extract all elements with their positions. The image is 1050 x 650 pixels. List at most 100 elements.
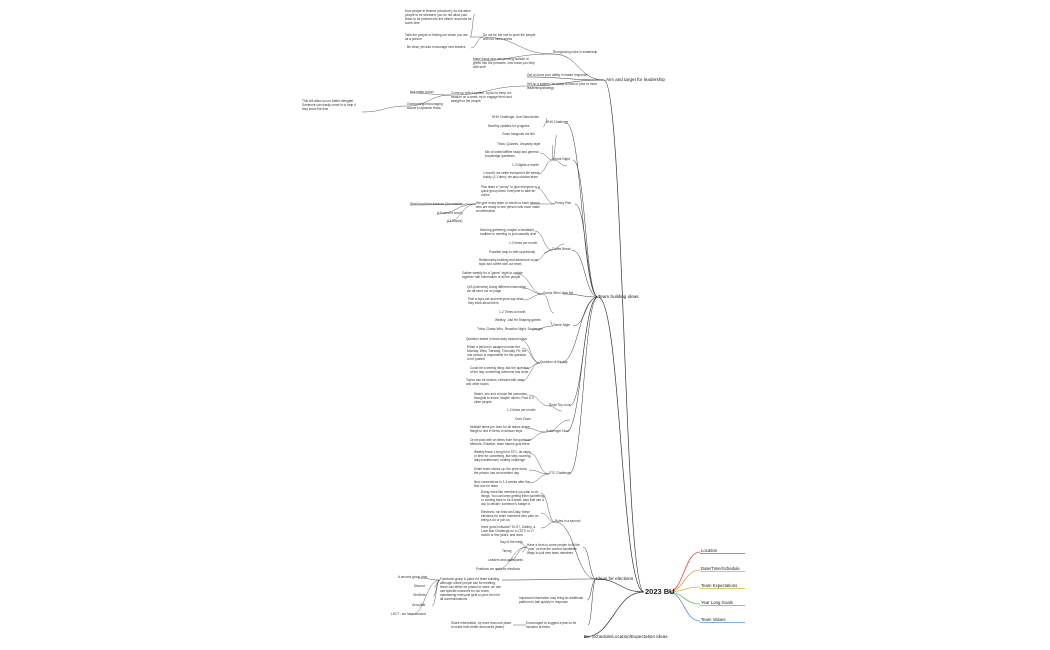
node-rec-1[interactable]: Do not be the one to push the people wit…	[483, 33, 536, 41]
node-guess-2[interactable]: Q/A (Interview) Using different informat…	[467, 285, 527, 293]
connector-line	[521, 347, 541, 364]
branch-schedule-ideas[interactable]: Ex. Schedule/Location/Expectation Ideas	[584, 634, 668, 639]
node-qotd-4[interactable]: Topics can be serious; relevant with wor…	[466, 378, 525, 386]
connector-line	[540, 521, 556, 529]
connector-line	[470, 36, 484, 49]
topic-year-long-goals[interactable]: Year Long Goals	[701, 600, 733, 605]
node-online-1[interactable]: A second group chat	[398, 575, 428, 579]
node-small-form[interactable]: Have a form to come people to fill the "…	[527, 543, 580, 555]
node-role-ability[interactable]: Get to know your ability in leader respo…	[527, 73, 588, 77]
node-overcoming[interactable]: Overcoming/encouraging shows in dynamic …	[407, 102, 443, 110]
node-roles-1[interactable]: Doing more like members you plan to do t…	[481, 490, 545, 506]
node-online-2[interactable]: Discord	[414, 584, 425, 588]
root-topic[interactable]: 2023 BU	[645, 587, 675, 596]
node-movie-1[interactable]: Zoom hangouts via link	[502, 132, 535, 136]
node-stc-challenge[interactable]: STC Challenge	[549, 471, 571, 475]
topic-team-expectations[interactable]: Team Expectations	[701, 583, 738, 588]
node-movie-5[interactable]: 1 month: we settle everyone's life stres…	[483, 171, 540, 179]
node-guess-1[interactable]: Gather weekly for a "game" night to upda…	[462, 271, 523, 279]
node-movie-3[interactable]: Mix of online/offline study and general …	[485, 150, 539, 158]
node-game-night[interactable]: Game Night	[553, 323, 571, 327]
branch-aim-leadership[interactable]: Aim and target for leadership	[606, 77, 665, 82]
node-guess-3[interactable]: Pick a topic set and everyone say what t…	[468, 297, 524, 305]
node-question-of-day[interactable]: Question of the day	[540, 360, 568, 364]
node-online-4[interactable]: GroupMe	[412, 603, 426, 607]
node-read-1[interactable]: Watch, mix and choose the scenarios, tho…	[474, 392, 534, 404]
node-rec-2[interactable]: Make those who are pushing outside of gr…	[473, 57, 535, 69]
node-qotd-3[interactable]: Could be a weekly thing: ask the questio…	[470, 366, 529, 374]
node-coffee-1[interactable]: Morning gathering, maybe a breakfast, tr…	[480, 228, 536, 236]
node-movie-night[interactable]: Movie Night	[553, 157, 570, 161]
node-online-group[interactable]: Facebook group & place for team building…	[440, 577, 501, 601]
node-penny-2[interactable]: We give every team or month to each pers…	[476, 201, 540, 213]
connector-line	[542, 293, 555, 314]
node-hhh-2[interactable]: Monthly updates for progress	[488, 124, 530, 128]
node-coffee-4[interactable]: Relationship building and adventure w/ n…	[479, 258, 539, 266]
node-read-2[interactable]: 1-2 times per month	[507, 408, 536, 412]
branch-team-building[interactable]: Team building ideas	[598, 294, 639, 299]
node-rec-4[interactable]: Be clear, yet also encourage new leaders	[407, 45, 466, 49]
node-stc-2[interactable]: Entire team shows up, the prize does; th…	[474, 467, 528, 475]
node-movie-4[interactable]: 1-2 Nights a month	[512, 163, 539, 167]
node-penny-pick[interactable]: Penny Pick	[555, 201, 571, 205]
node-movie-2[interactable]: Trivia, Quizzes, Jeopardy style	[497, 142, 541, 146]
node-penny-3[interactable]: Send food from Amazon (Aw snacks)	[410, 202, 463, 206]
node-scav-1[interactable]: Over Zoom	[515, 417, 531, 421]
node-scav-2[interactable]: Multiple times per hour for all teams wh…	[470, 425, 531, 433]
node-team-system[interactable]: Set up a system: be ready to lead or pri…	[527, 82, 598, 90]
connector-line	[528, 473, 550, 484]
connector-line	[531, 325, 554, 331]
node-penny-1[interactable]: Pick team a "penny" to give everyone in …	[481, 185, 540, 197]
node-penny-5[interactable]: (Or Books)	[447, 219, 463, 223]
node-qotd-2[interactable]: Either a person in assigned under the Mo…	[467, 345, 527, 361]
node-qotd-1[interactable]: Question asked in team daily random basi…	[466, 337, 527, 341]
connector-line	[571, 249, 599, 298]
node-coffee-3[interactable]: Possible drop-in with opportunity	[489, 250, 536, 254]
node-stc-1[interactable]: Weekly team: Living from STC, do steps o…	[474, 450, 532, 462]
topic-date-time-schedule[interactable]: Date/Time/Schedule	[701, 566, 740, 571]
node-coffee-break[interactable]: Coffee Break	[552, 247, 571, 251]
node-scav-3[interactable]: Or we plan with an items from the questi…	[470, 438, 532, 446]
node-online-5[interactable]: LSCT - we have account	[391, 612, 426, 616]
node-ask-plan[interactable]: Ask make a plan	[410, 90, 434, 94]
node-roles-3[interactable]: Have good Indicator? ELS?, Gallery, & Lo…	[481, 525, 536, 537]
node-small-2[interactable]: Timing	[502, 549, 512, 553]
node-roles[interactable]: Roles in a second	[555, 519, 581, 523]
connector-line	[524, 431, 547, 442]
node-encourage[interactable]: Encouraged to suggest a plan to be inclu…	[526, 621, 577, 629]
node-guess-4[interactable]: 1-2 Times a month	[499, 310, 526, 314]
node-online-3[interactable]: OneNote	[413, 593, 426, 597]
node-small-4[interactable]: Positions we need for elections	[476, 567, 520, 571]
node-encourage-1[interactable]: Share information, by more than one plac…	[451, 621, 512, 629]
node-stc-3[interactable]: New connections in 2-3 weeks after the f…	[474, 480, 530, 488]
topic-team-values[interactable]: Team Values	[701, 617, 726, 622]
branch-connector	[603, 79, 645, 593]
node-rec-5[interactable]: How people in finance (structure): do no…	[405, 9, 472, 25]
node-communication[interactable]: Important information may bring an addit…	[519, 596, 583, 604]
node-read-thy-love[interactable]: Read Thy Love	[549, 403, 571, 407]
node-guess-who[interactable]: Guess Who Likes Me	[543, 291, 574, 295]
branch-ideas-elections[interactable]: Ideas for elections	[596, 576, 634, 581]
connector-line	[565, 122, 599, 298]
connector-line	[587, 578, 597, 626]
node-small-3[interactable]: Leaders and participants	[488, 558, 523, 562]
topic-location[interactable]: Location	[701, 548, 718, 553]
node-rec-3[interactable]: Take the people or finding out whom you …	[405, 33, 468, 41]
node-game-2[interactable]: Trivia, Guess Who, Reaction Night, Scave…	[477, 327, 543, 331]
node-game-1[interactable]: Weekly: Just Hit Shaping games	[495, 318, 541, 322]
node-recognizing-roles[interactable]: Recognizing roles in leadership	[553, 50, 598, 54]
connector-line	[469, 13, 476, 38]
node-team-system-2[interactable]: Come up with a system, a plan to keep ou…	[451, 91, 512, 103]
node-delegate[interactable]: This will allow you to better delegate. …	[302, 99, 356, 111]
node-roles-2[interactable]: Elections: run that can Daily, these ele…	[481, 510, 539, 522]
connector-line	[552, 53, 605, 81]
node-hhh-1[interactable]: HHH Challenge: Use Discoveries	[492, 115, 539, 119]
node-small-1[interactable]: Day of the week	[500, 540, 523, 544]
branch-connector	[595, 578, 645, 593]
connector-line	[535, 187, 556, 205]
node-scavenger-hunt[interactable]: Scavenger Hunt	[546, 429, 569, 433]
node-coffee-2[interactable]: 1-2 times per month	[509, 241, 538, 245]
node-hhh-challenge[interactable]: HHH Challenge	[546, 120, 569, 124]
connector-line	[542, 122, 547, 128]
node-penny-4[interactable]: (10 need to know)	[437, 211, 463, 215]
